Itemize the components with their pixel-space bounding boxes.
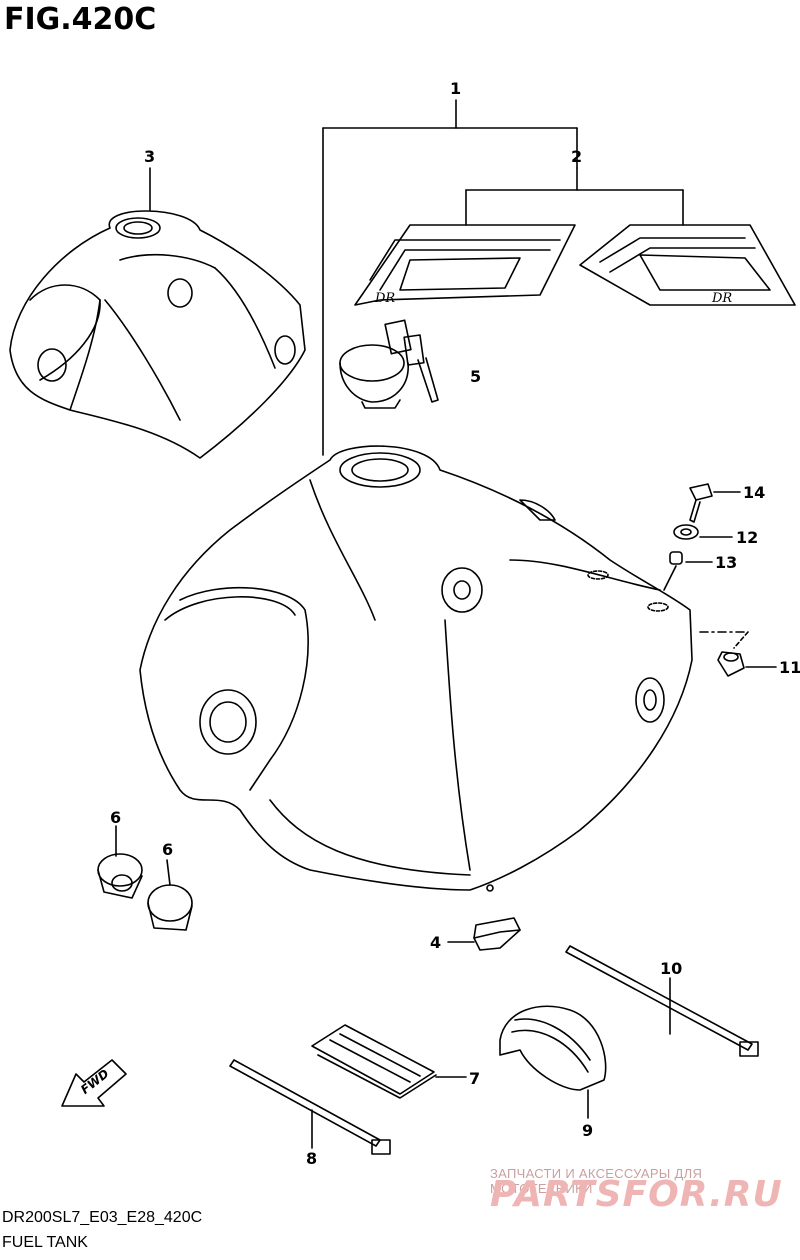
clip-4 <box>447 917 521 951</box>
callout-6a: 6 <box>110 808 121 827</box>
watermark-tagline: ЗАПЧАСТИ И АКСЕССУАРЫ ДЛЯ МОТОТЕХНИКИ <box>490 1166 703 1196</box>
callout-7: 7 <box>469 1069 480 1088</box>
cushion-pad-7 <box>311 1024 467 1099</box>
rubber-damper-6b <box>147 859 193 931</box>
callout-12: 12 <box>736 528 758 547</box>
callout-2: 2 <box>571 147 582 166</box>
main-fuel-tank <box>139 445 693 892</box>
callout-4: 4 <box>430 933 441 952</box>
callout-1: 1 <box>450 79 461 98</box>
callout-5: 5 <box>470 367 481 386</box>
callout-8: 8 <box>306 1149 317 1168</box>
tank-decal-left: DR <box>354 224 576 306</box>
tank-decal-right: DR <box>579 224 796 306</box>
fwd-arrow: FWD <box>61 1059 127 1107</box>
callout-6b: 6 <box>162 840 173 859</box>
cable-tie-10 <box>565 945 759 1057</box>
cable-tie-8 <box>229 1059 391 1155</box>
model-code: DR200SL7_E03_E28_420C <box>2 1209 203 1226</box>
callout-10: 10 <box>660 959 682 978</box>
leader-tree <box>149 99 684 456</box>
rubber-damper-6a <box>97 825 143 899</box>
watermark-logo: PARTSFOR.RU <box>490 1174 783 1215</box>
cover-9 <box>499 1005 607 1119</box>
decal-right-text: DR <box>711 291 732 306</box>
figure-title: FIG.420C <box>4 2 157 37</box>
small-fuel-tank <box>9 210 306 459</box>
callout-9: 9 <box>582 1121 593 1140</box>
callout-14: 14 <box>743 483 765 502</box>
hardware-group <box>663 483 777 677</box>
decal-left-text: DR <box>374 291 395 306</box>
callout-13: 13 <box>715 553 737 572</box>
section-name: FUEL TANK <box>2 1234 88 1251</box>
callout-3: 3 <box>144 147 155 166</box>
fuel-cap-with-key <box>339 319 439 409</box>
callout-11: 11 <box>779 658 800 677</box>
